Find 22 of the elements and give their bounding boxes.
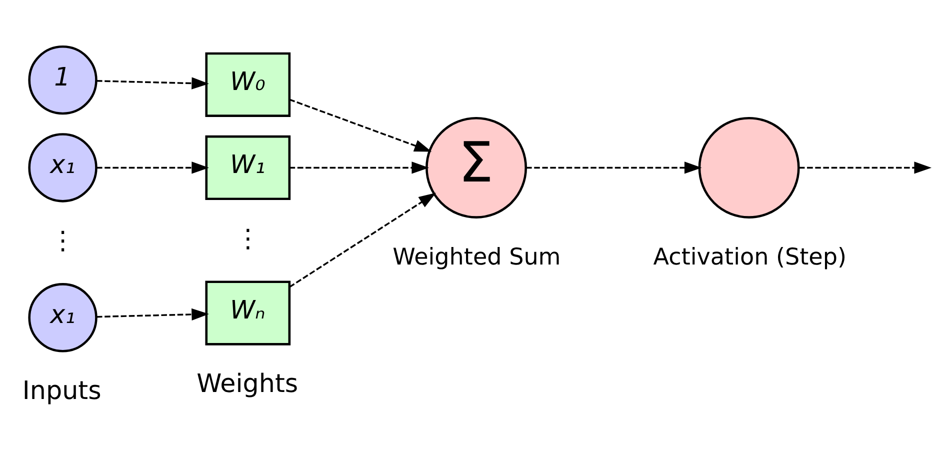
node-label: Activation (Step) [653,244,846,270]
node-label: Weighted Sum [392,244,561,270]
arrow [526,161,702,174]
arrow [289,161,430,174]
arrow [289,98,432,152]
label: Weights [196,368,298,398]
node-circle: Σ [426,116,528,218]
label: ⋮ [235,222,261,252]
arrow [96,76,209,89]
node-circle [698,116,800,218]
node-circle: x₁ [28,132,98,202]
node-box: Wₙ [205,280,291,345]
arrow [289,192,436,288]
node-box: W₁ [205,134,291,200]
label: Inputs [22,374,102,405]
arrow [96,161,209,174]
arrow [96,308,209,320]
node-circle: 1 [28,44,98,114]
label: ⋮ [50,224,76,255]
arrow [799,161,932,174]
node-circle: x₁ [28,282,98,352]
node-box: W₀ [205,52,291,116]
